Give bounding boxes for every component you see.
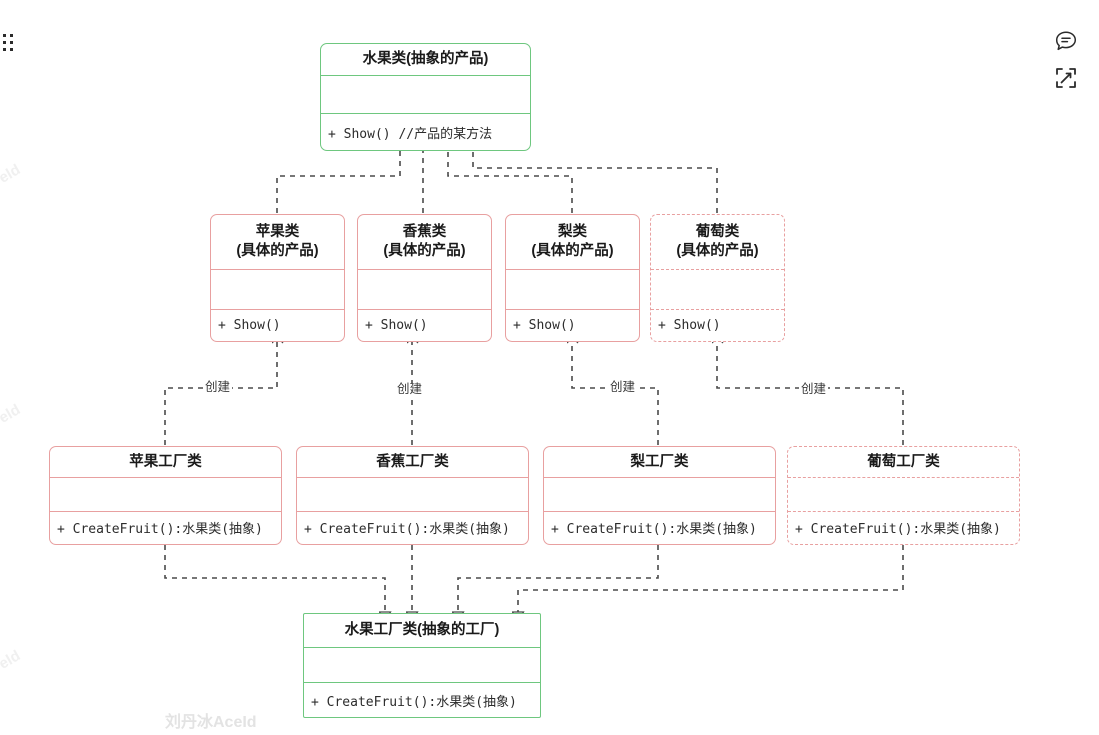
class-method-pear: + Show() bbox=[513, 317, 576, 333]
class-attributes-pear bbox=[506, 270, 639, 310]
class-attributes-abstract-fruit bbox=[321, 76, 530, 114]
class-box-pear[interactable]: 梨类 (具体的产品) + Show() bbox=[505, 214, 640, 342]
class-attributes-pear-factory bbox=[544, 478, 775, 512]
class-attributes-apple-factory bbox=[50, 478, 281, 512]
class-box-abstract-factory[interactable]: 水果工厂类(抽象的工厂) + CreateFruit():水果类(抽象) bbox=[303, 613, 541, 718]
class-method-apple-factory: + CreateFruit():水果类(抽象) bbox=[57, 522, 263, 538]
class-box-banana[interactable]: 香蕉类 (具体的产品) + Show() bbox=[357, 214, 492, 342]
class-title-pear-factory: 梨工厂类 bbox=[544, 447, 775, 479]
class-title-abstract-fruit: 水果类(抽象的产品) bbox=[321, 44, 530, 76]
edge-label-create-banana: 创建 bbox=[395, 382, 425, 396]
class-attributes-banana bbox=[358, 270, 491, 310]
edge-label-create-grape: 创建 bbox=[799, 382, 829, 396]
class-title-apple-factory: 苹果工厂类 bbox=[50, 447, 281, 479]
class-title-grape: 葡萄类 (具体的产品) bbox=[651, 215, 784, 271]
fullscreen-expand-icon[interactable] bbox=[1053, 65, 1079, 91]
class-title-grape-line2: (具体的产品) bbox=[676, 243, 759, 260]
class-box-banana-factory[interactable]: 香蕉工厂类 + CreateFruit():水果类(抽象) bbox=[296, 446, 529, 545]
class-method-pear-factory: + CreateFruit():水果类(抽象) bbox=[551, 522, 757, 538]
class-title-apple: 苹果类 (具体的产品) bbox=[211, 215, 344, 271]
class-method-grape: + Show() bbox=[658, 317, 721, 333]
class-title-banana-line1: 香蕉类 bbox=[402, 223, 447, 240]
class-box-apple-factory[interactable]: 苹果工厂类 + CreateFruit():水果类(抽象) bbox=[49, 446, 282, 545]
class-attributes-abstract-factory bbox=[304, 648, 540, 684]
edge-label-create-pear: 创建 bbox=[608, 380, 638, 394]
class-method-abstract-fruit: + Show() //产品的某方法 bbox=[328, 126, 493, 142]
edge-label-create-apple: 创建 bbox=[203, 380, 233, 394]
class-title-banana-factory: 香蕉工厂类 bbox=[297, 447, 528, 479]
edge-apple-to-fruit bbox=[276, 150, 400, 213]
class-title-apple-line2: (具体的产品) bbox=[236, 243, 319, 260]
class-title-pear-line1: 梨类 bbox=[558, 223, 587, 240]
class-box-grape-factory[interactable]: 葡萄工厂类 + CreateFruit():水果类(抽象) bbox=[787, 446, 1020, 545]
class-box-pear-factory[interactable]: 梨工厂类 + CreateFruit():水果类(抽象) bbox=[543, 446, 776, 545]
class-box-abstract-fruit[interactable]: 水果类(抽象的产品) + Show() //产品的某方法 bbox=[320, 43, 531, 151]
edge-apple-factory-to-abstract bbox=[164, 545, 385, 612]
class-title-grape-factory: 葡萄工厂类 bbox=[788, 447, 1019, 479]
class-title-grape-line1: 葡萄类 bbox=[695, 223, 740, 240]
class-method-apple: + Show() bbox=[218, 317, 281, 333]
edge-pear-factory-to-abstract bbox=[458, 545, 659, 612]
class-attributes-apple bbox=[211, 270, 344, 310]
comment-bubble-icon[interactable] bbox=[1053, 28, 1079, 54]
class-method-abstract-factory: + CreateFruit():水果类(抽象) bbox=[311, 694, 517, 710]
class-title-pear-line2: (具体的产品) bbox=[531, 243, 614, 260]
class-title-banana: 香蕉类 (具体的产品) bbox=[358, 215, 491, 271]
class-attributes-grape-factory bbox=[788, 478, 1019, 512]
edge-grape-factory-to-abstract bbox=[518, 545, 904, 612]
class-title-abstract-factory: 水果工厂类(抽象的工厂) bbox=[304, 614, 540, 648]
drag-handle-dots-icon[interactable] bbox=[3, 34, 16, 53]
class-method-banana-factory: + CreateFruit():水果类(抽象) bbox=[304, 522, 510, 538]
class-title-apple-line1: 苹果类 bbox=[255, 223, 300, 240]
class-title-pear: 梨类 (具体的产品) bbox=[506, 215, 639, 271]
class-attributes-grape bbox=[651, 270, 784, 310]
watermark-author: 刘丹冰AceId bbox=[165, 714, 257, 731]
class-box-apple[interactable]: 苹果类 (具体的产品) + Show() bbox=[210, 214, 345, 342]
class-box-grape[interactable]: 葡萄类 (具体的产品) + Show() bbox=[650, 214, 785, 342]
class-title-banana-line2: (具体的产品) bbox=[383, 243, 466, 260]
class-method-grape-factory: + CreateFruit():水果类(抽象) bbox=[795, 522, 1001, 538]
edge-grape-to-fruit bbox=[473, 150, 718, 213]
class-attributes-banana-factory bbox=[297, 478, 528, 512]
edge-pear-to-fruit bbox=[448, 150, 573, 213]
class-method-banana: + Show() bbox=[365, 317, 428, 333]
